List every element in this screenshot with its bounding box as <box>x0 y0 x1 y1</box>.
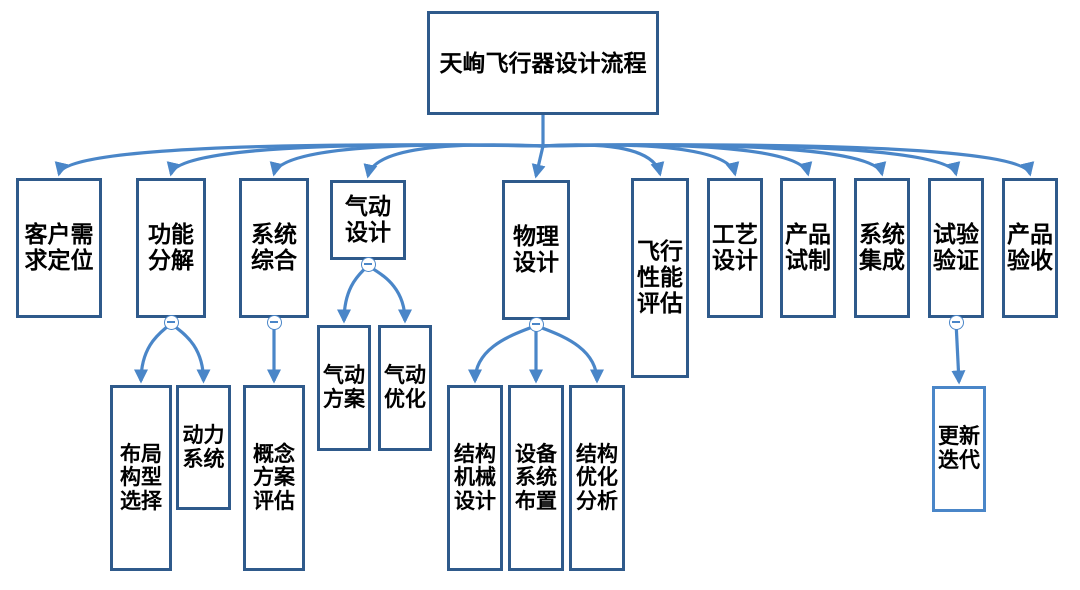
connector <box>269 143 544 177</box>
node-产品试制[interactable]: 产品试制 <box>780 178 836 318</box>
connector <box>133 321 173 384</box>
connector <box>363 143 544 179</box>
connector <box>542 143 665 177</box>
node-label: 产品验收 <box>1007 221 1053 273</box>
node-更新迭代[interactable]: 更新迭代 <box>932 386 986 512</box>
node-气动方案[interactable]: 气动方案 <box>317 325 371 451</box>
connector <box>534 322 605 384</box>
node-客户需求定位[interactable]: 客户需求定位 <box>16 178 102 318</box>
collapse-minus-icon[interactable] <box>948 314 964 330</box>
node-label: 结构优化分析 <box>576 442 618 513</box>
connector <box>542 143 813 177</box>
node-label: 功能分解 <box>148 221 194 273</box>
connector <box>542 143 961 177</box>
node-气动设计[interactable]: 气动设计 <box>330 180 406 260</box>
node-系统集成[interactable]: 系统集成 <box>854 178 910 318</box>
node-label: 概念方案评估 <box>253 442 295 513</box>
node-气动优化[interactable]: 气动优化 <box>378 325 432 451</box>
node-label: 系统集成 <box>859 221 905 273</box>
node-产品验收[interactable]: 产品验收 <box>1002 178 1058 318</box>
node-系统综合[interactable]: 系统综合 <box>239 178 309 318</box>
node-label: 产品试制 <box>785 221 831 273</box>
node-label: 气动方案 <box>323 364 365 411</box>
node-root[interactable]: 天峋飞行器设计流程 <box>427 11 659 115</box>
connector <box>166 143 544 177</box>
node-label: 气动设计 <box>345 193 391 245</box>
connector <box>336 263 370 324</box>
node-设备系统布置[interactable]: 设备系统布置 <box>508 385 564 571</box>
connector <box>531 145 546 179</box>
node-label: 气动优化 <box>384 364 426 411</box>
node-label: 飞行性能评估 <box>637 238 683 316</box>
connector <box>467 322 538 384</box>
collapse-minus-icon[interactable] <box>528 316 544 332</box>
connector <box>542 143 887 177</box>
connector <box>366 263 413 324</box>
node-结构优化分析[interactable]: 结构优化分析 <box>569 385 625 571</box>
node-label: 试验验证 <box>933 221 979 273</box>
collapse-minus-icon[interactable] <box>163 314 179 330</box>
connector <box>542 143 1035 177</box>
node-布局构型选择[interactable]: 布局构型选择 <box>110 385 172 571</box>
node-label: 结构机械设计 <box>454 442 496 513</box>
node-动力系统[interactable]: 动力系统 <box>176 385 231 510</box>
node-label: 物理设计 <box>513 223 559 275</box>
node-label: 客户需求定位 <box>24 221 94 273</box>
node-结构机械设计[interactable]: 结构机械设计 <box>447 385 503 571</box>
node-label: 布局构型选择 <box>120 442 162 513</box>
node-label: 更新迭代 <box>938 425 980 472</box>
connector <box>951 321 966 385</box>
collapse-minus-icon[interactable] <box>266 314 282 330</box>
node-label: 系统综合 <box>251 221 297 273</box>
connector <box>169 321 211 384</box>
node-试验验证[interactable]: 试验验证 <box>928 178 984 318</box>
node-概念方案评估[interactable]: 概念方案评估 <box>243 385 305 571</box>
node-物理设计[interactable]: 物理设计 <box>502 180 570 320</box>
node-label: 工艺设计 <box>712 221 758 273</box>
connector <box>54 143 544 177</box>
connector <box>542 143 740 177</box>
collapse-minus-icon[interactable] <box>360 256 376 272</box>
node-root-label: 天峋飞行器设计流程 <box>439 49 647 76</box>
node-功能分解[interactable]: 功能分解 <box>136 178 206 318</box>
node-工艺设计[interactable]: 工艺设计 <box>707 178 763 318</box>
node-label: 设备系统布置 <box>515 442 557 513</box>
node-飞行性能评估[interactable]: 飞行性能评估 <box>631 178 689 378</box>
node-label: 动力系统 <box>182 423 225 471</box>
